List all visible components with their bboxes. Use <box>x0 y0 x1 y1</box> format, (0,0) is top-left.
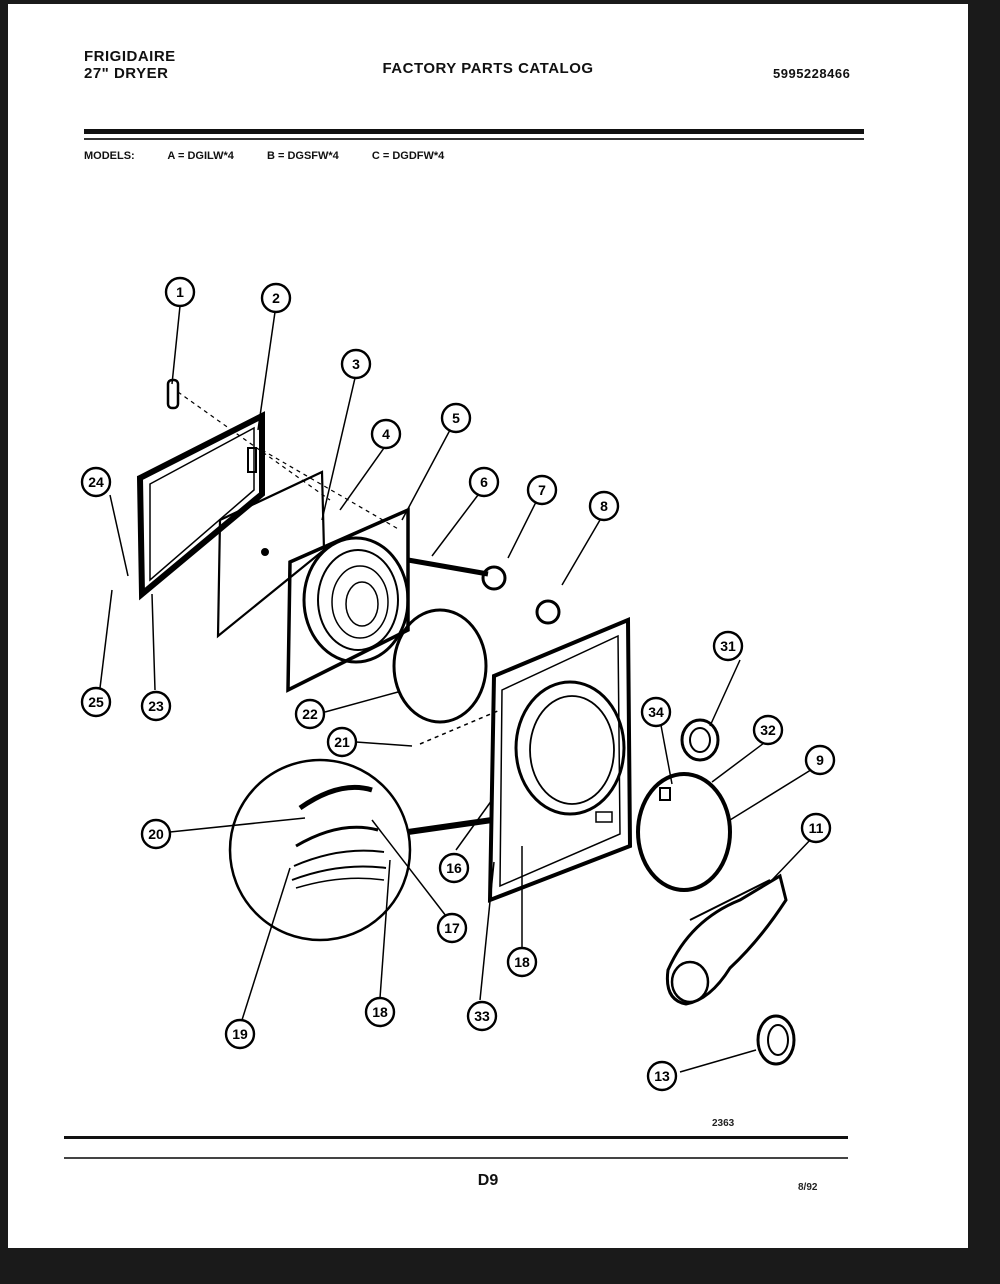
callout-13: 13 <box>646 1060 678 1092</box>
svg-text:33: 33 <box>474 1008 490 1024</box>
svg-text:17: 17 <box>444 920 460 936</box>
page-id: D9 <box>477 1172 499 1189</box>
svg-text:13: 13 <box>654 1068 670 1084</box>
catalog-title: FACTORY PARTS CATALOG <box>382 60 594 77</box>
callout-18-detail: 18 <box>364 996 396 1028</box>
svg-text:25: 25 <box>88 694 104 710</box>
svg-text:5: 5 <box>452 410 460 426</box>
models-line: MODELS: A = DGILW*4 B = DGSFW*4 C = DGDF… <box>84 150 474 162</box>
callout-6: 6 <box>468 466 500 498</box>
brand-name: FRIGIDAIRE <box>84 48 176 65</box>
catalog-number: 5995228466 <box>773 66 851 81</box>
model-c: C = DGDFW*4 <box>371 150 445 162</box>
svg-text:32: 32 <box>760 722 776 738</box>
svg-text:4: 4 <box>382 426 390 442</box>
callout-7: 7 <box>526 474 558 506</box>
svg-text:16: 16 <box>446 860 462 876</box>
svg-text:6: 6 <box>480 474 488 490</box>
callout-3: 3 <box>340 348 372 380</box>
callout-33: 33 <box>466 1000 498 1032</box>
models-label: MODELS: <box>84 150 135 162</box>
svg-text:3: 3 <box>352 356 360 372</box>
callout-9: 9 <box>804 744 836 776</box>
svg-text:31: 31 <box>720 638 736 654</box>
brand-block: FRIGIDAIRE 27" DRYER <box>84 48 176 82</box>
svg-text:11: 11 <box>809 820 824 836</box>
revision-date: 8/92 <box>798 1182 818 1193</box>
model-b: B = DGSFW*4 <box>266 150 339 162</box>
callout-22: 22 <box>294 698 326 730</box>
callout-25: 25 <box>80 686 112 718</box>
svg-text:22: 22 <box>302 706 318 722</box>
svg-text:24: 24 <box>88 474 104 490</box>
svg-text:18: 18 <box>514 954 530 970</box>
callout-4: 4 <box>370 418 402 450</box>
callout-31: 31 <box>712 630 744 662</box>
callout-34: 34 <box>640 696 672 728</box>
callout-18: 18 <box>506 946 538 978</box>
svg-text:23: 23 <box>148 698 164 714</box>
svg-text:9: 9 <box>816 752 824 768</box>
callout-2: 2 <box>260 282 292 314</box>
drawing-number: 2363 <box>712 1118 735 1129</box>
header-rule-thick <box>84 129 864 134</box>
callout-11: 11 <box>800 812 832 844</box>
parts-catalog-sheet: FRIGIDAIRE 27" DRYER FACTORY PARTS CATAL… <box>8 4 968 1248</box>
callout-23: 23 <box>140 690 172 722</box>
callout-19: 19 <box>224 1018 256 1050</box>
svg-text:1: 1 <box>176 284 184 300</box>
callout-5: 5 <box>440 402 472 434</box>
footer-rule <box>64 1136 848 1139</box>
svg-text:2: 2 <box>272 290 280 306</box>
svg-text:20: 20 <box>148 826 164 842</box>
svg-text:18: 18 <box>372 1004 388 1020</box>
svg-text:34: 34 <box>648 704 664 720</box>
svg-text:7: 7 <box>538 482 546 498</box>
callout-17: 17 <box>436 912 468 944</box>
callout-20: 20 <box>140 818 172 850</box>
callout-32: 32 <box>752 714 784 746</box>
svg-text:8: 8 <box>600 498 608 514</box>
product-name: 27" DRYER <box>84 65 169 82</box>
callout-24: 24 <box>80 466 112 498</box>
footer-rule-thin <box>64 1157 848 1159</box>
callout-8: 8 <box>588 490 620 522</box>
svg-text:21: 21 <box>334 734 350 750</box>
callout-1: 1 <box>164 276 196 308</box>
callout-21: 21 <box>326 726 358 758</box>
model-a: A = DGILW*4 <box>167 150 234 162</box>
callout-16: 16 <box>438 852 470 884</box>
svg-text:19: 19 <box>232 1026 248 1042</box>
header-rule-thin <box>84 138 864 140</box>
